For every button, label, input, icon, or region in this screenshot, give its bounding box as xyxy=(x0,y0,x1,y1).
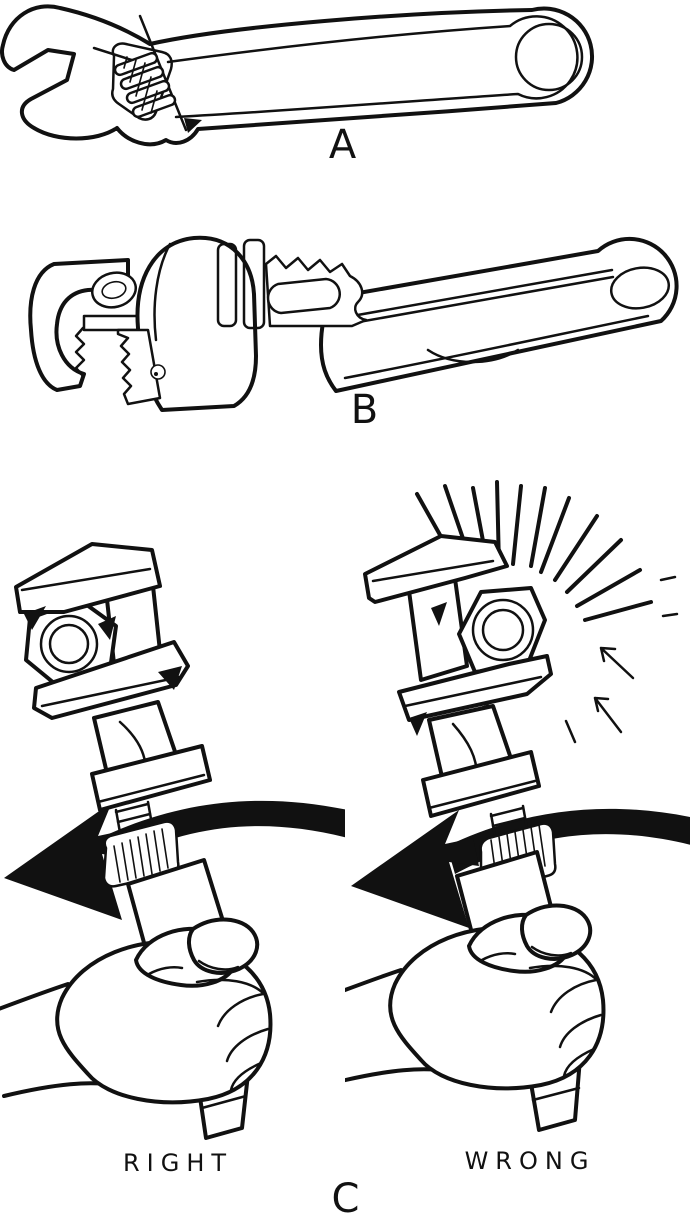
figure-b-label: B xyxy=(350,387,380,433)
worm-screw-knurl xyxy=(113,51,177,119)
pipe-wrench-illustration xyxy=(28,235,679,412)
figure-c-label: C xyxy=(331,1176,361,1213)
hook-shank xyxy=(82,314,144,332)
worm-screw xyxy=(102,800,180,888)
hook-jaw xyxy=(28,258,130,392)
adjustable-wrench-illustration xyxy=(0,4,594,147)
adjustable-wrench-icon xyxy=(0,4,594,147)
correct-grip-illustration xyxy=(0,542,345,1140)
frame-slot xyxy=(266,277,341,315)
adjuster-collar xyxy=(90,744,212,812)
heel-jaw xyxy=(116,328,162,406)
hook-teeth xyxy=(74,326,86,378)
figure-a-label: A xyxy=(328,122,358,168)
knurl-ticks xyxy=(123,56,158,114)
handle-end-circle xyxy=(514,22,584,92)
head-shadow xyxy=(184,118,202,133)
handle-panel-line xyxy=(166,15,579,119)
incorrect-grip-illustration xyxy=(345,480,690,1132)
adjusting-nut xyxy=(216,238,266,330)
stress-burst-lines xyxy=(415,480,679,744)
pipe-wrench-icon xyxy=(28,235,679,412)
finger-creases xyxy=(216,992,270,1092)
wrong-caption: WRONG xyxy=(464,1147,596,1175)
gripping-hand xyxy=(0,917,273,1105)
rotation-arrow xyxy=(4,800,345,920)
handle-end-slot xyxy=(609,266,671,310)
right-caption: RIGHT xyxy=(122,1149,234,1177)
fixed-jaw-plate xyxy=(363,534,509,604)
worm-housing xyxy=(111,42,173,121)
rivet xyxy=(150,364,166,380)
adjuster-collar xyxy=(421,750,541,818)
spring-loop xyxy=(91,271,137,309)
thumb xyxy=(187,917,260,975)
movable-jaw-plate xyxy=(397,654,553,722)
pipe-wrench-handle xyxy=(319,236,679,393)
